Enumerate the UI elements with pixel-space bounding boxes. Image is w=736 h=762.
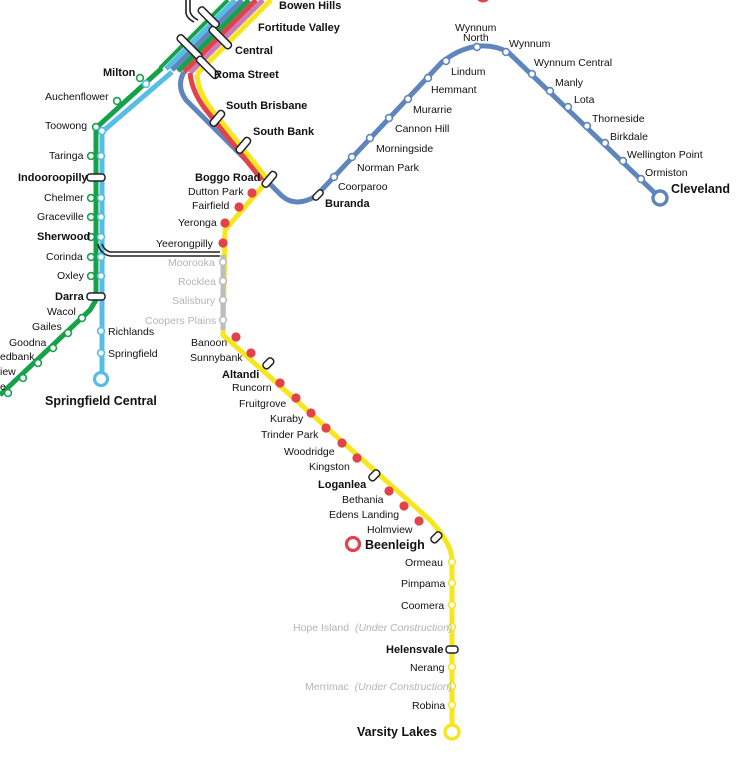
label-oxley: Oxley <box>57 270 85 282</box>
label-sunnybank: Sunnybank <box>190 352 243 364</box>
label-wacol: Wacol <box>47 306 76 318</box>
label-trinder-park: Trinder Park <box>261 429 319 441</box>
label-graceville: Graceville <box>37 211 84 223</box>
label-indooroopilly: Indooroopilly <box>18 172 89 184</box>
label-roma-street: Roma Street <box>214 69 279 81</box>
label-buranda: Buranda <box>325 198 371 210</box>
label-altandi: Altandi <box>222 369 259 381</box>
label-norman-park: Norman Park <box>357 162 420 174</box>
label-dutton-park: Dutton Park <box>188 186 244 198</box>
label-darra: Darra <box>55 291 85 303</box>
label-auchenflower: Auchenflower <box>45 91 109 103</box>
label-wellington-point: Wellington Point <box>627 149 703 161</box>
label-fairfield: Fairfield <box>192 200 230 212</box>
station-dots <box>3 42 669 741</box>
label-morningside: Morningside <box>376 143 433 155</box>
label-coomera: Coomera <box>401 600 444 612</box>
label-bowen-hills: Bowen Hills <box>279 0 341 12</box>
label-loganlea: Loganlea <box>318 479 367 491</box>
label-robina: Robina <box>412 700 445 712</box>
label-wynnum-central: Wynnum Central <box>534 57 612 69</box>
label-south-brisbane: South Brisbane <box>226 100 307 112</box>
label-birkdale: Birkdale <box>610 131 648 143</box>
label-riverview: iew <box>0 366 16 378</box>
label-beenleigh: Beenleigh <box>365 538 425 552</box>
label-toowong: Toowong <box>45 120 87 132</box>
label-ormiston: Ormiston <box>645 167 688 179</box>
label-hope-island-note: (Under Construction) <box>355 622 452 634</box>
label-merrimac-name: Merrimac <box>305 681 349 693</box>
label-hemmant: Hemmant <box>431 84 477 96</box>
label-fruitgrove: Fruitgrove <box>239 398 286 410</box>
label-taringa: Taringa <box>49 150 84 162</box>
label-hope-island-name: Hope Island <box>293 622 349 634</box>
label-richlands: Richlands <box>108 326 154 338</box>
label-corinda: Corinda <box>46 251 83 263</box>
interchange-markers <box>86 6 459 654</box>
label-chelmer: Chelmer <box>44 192 84 204</box>
label-wynnum-north-2: North <box>463 32 489 44</box>
label-thorneside: Thorneside <box>592 113 645 125</box>
label-moorooka: Moorooka <box>168 257 215 269</box>
label-manly: Manly <box>555 77 584 89</box>
label-springfield-central: Springfield Central <box>45 394 157 408</box>
label-banoon: Banoon <box>191 337 227 349</box>
label-merrimac: Merrimac (Under Construction) <box>305 681 452 693</box>
label-redbank: edbank <box>0 351 35 363</box>
label-pimpama: Pimpama <box>401 578 446 590</box>
label-south-bank: South Bank <box>253 126 315 138</box>
label-bundamba: e <box>0 381 6 393</box>
label-lota: Lota <box>574 94 595 106</box>
label-salisbury: Salisbury <box>172 295 216 307</box>
label-edens-landing: Edens Landing <box>329 509 399 521</box>
label-yeerongpilly: Yeerongpilly <box>156 238 214 250</box>
label-rocklea: Rocklea <box>178 276 216 288</box>
label-kuraby: Kuraby <box>270 413 304 425</box>
label-yeronga: Yeronga <box>178 217 217 229</box>
label-coorparoo: Coorparoo <box>338 181 388 193</box>
label-helensvale: Helensvale <box>386 644 443 656</box>
label-wynnum-north-1: Wynnum <box>455 22 497 34</box>
offscreen-terminus-marker <box>477 0 489 3</box>
label-murarrie: Murarrie <box>413 104 452 116</box>
label-woodridge: Woodridge <box>284 446 335 458</box>
label-kingston: Kingston <box>309 461 350 473</box>
label-bethania: Bethania <box>342 494 384 506</box>
label-sherwood: Sherwood <box>37 231 90 243</box>
label-boggo-road: Boggo Road <box>195 172 260 184</box>
label-ormeau: Ormeau <box>405 557 443 569</box>
label-cleveland: Cleveland <box>671 182 730 196</box>
label-hope-island: Hope Island (Under Construction) <box>293 622 452 634</box>
label-central: Central <box>235 45 273 57</box>
label-runcorn: Runcorn <box>232 382 272 394</box>
label-lindum: Lindum <box>451 66 486 78</box>
label-milton: Milton <box>103 67 136 79</box>
label-nerang: Nerang <box>410 662 445 674</box>
label-wynnum: Wynnum <box>509 38 551 50</box>
label-fortitude-valley: Fortitude Valley <box>258 22 341 34</box>
station-labels: Bowen Hills Fortitude Valley Central Rom… <box>0 0 730 739</box>
label-coopers-plains: Coopers Plains <box>145 315 216 327</box>
label-cannon-hill: Cannon Hill <box>395 123 449 135</box>
label-goodna: Goodna <box>9 337 47 349</box>
label-gailes: Gailes <box>32 321 62 333</box>
label-holmview: Holmview <box>367 524 413 536</box>
label-varsity-lakes: Varsity Lakes <box>357 725 437 739</box>
label-springfield: Springfield <box>108 348 158 360</box>
label-merrimac-note: (Under Construction) <box>355 681 452 693</box>
